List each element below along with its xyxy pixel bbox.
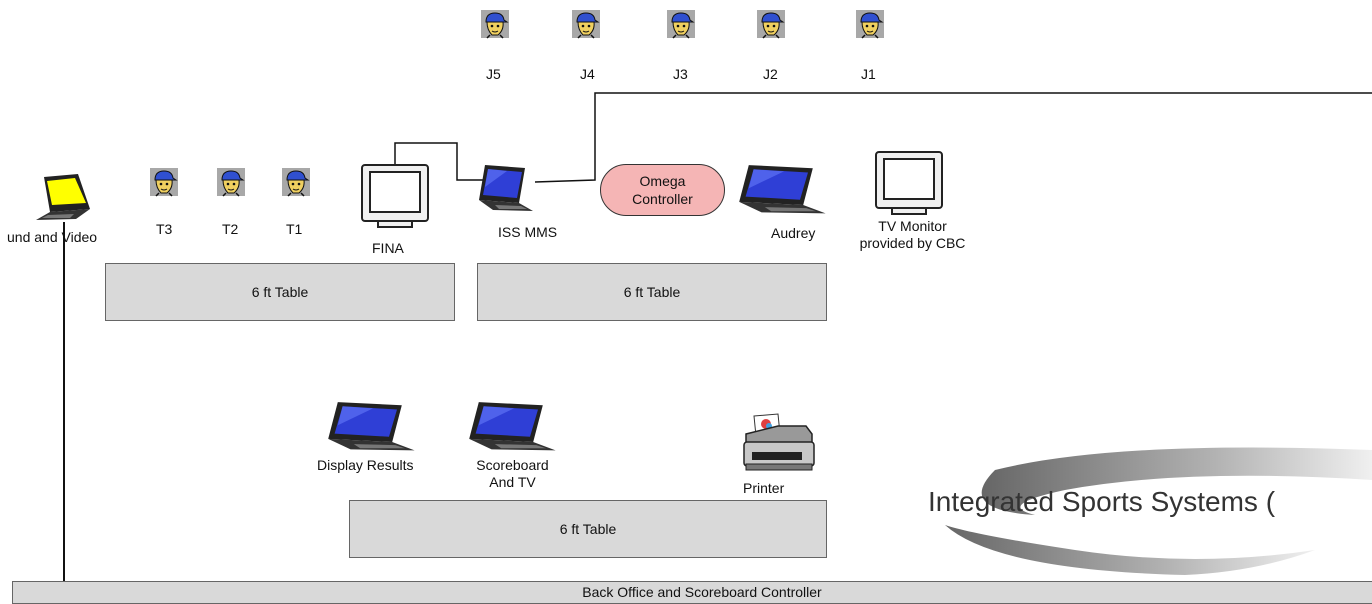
swoosh-logo — [945, 447, 1372, 575]
judge-label-j2: J2 — [763, 66, 778, 82]
table-left: 6 ft Table — [105, 263, 455, 321]
person-icon — [480, 9, 510, 39]
printer-icon — [743, 413, 815, 471]
timer-label-t3: T3 — [156, 221, 173, 237]
person-icon — [149, 167, 179, 197]
judge-label-j1: J1 — [861, 66, 876, 82]
monitor-icon — [875, 151, 943, 215]
laptop-icon — [739, 165, 826, 214]
omega-controller: Omega Controller — [600, 164, 725, 216]
iss-mms-label: ISS MMS — [498, 224, 558, 240]
omega-label-line2: Controller — [632, 191, 693, 207]
table-right: 6 ft Table — [477, 263, 827, 321]
printer-label: Printer — [743, 480, 785, 496]
scoreboard-label: Scoreboard And TV — [476, 457, 549, 490]
fina-label: FINA — [372, 240, 404, 256]
person-icon — [571, 9, 601, 39]
monitor-icon — [361, 164, 429, 228]
audrey-label: Audrey — [771, 225, 816, 241]
back-office-bar: Back Office and Scoreboard Controller — [12, 581, 1372, 604]
logo-text: Integrated Sports Systems ( — [928, 486, 1276, 517]
timer-label-t2: T2 — [222, 221, 239, 237]
omega-label-line1: Omega — [639, 173, 686, 189]
judge-label-j3: J3 — [673, 66, 688, 82]
display-results-label: Display Results — [317, 457, 414, 473]
person-icon — [216, 167, 246, 197]
person-icon — [281, 167, 311, 197]
tv-monitor-label: TV Monitor provided by CBC — [859, 218, 966, 251]
laptop-icon — [36, 174, 90, 220]
laptop-icon — [328, 402, 415, 451]
judge-label-j4: J4 — [580, 66, 595, 82]
sound-video-label: und and Video — [7, 229, 98, 245]
person-icon — [855, 9, 885, 39]
laptop-icon — [469, 402, 556, 451]
judge-label-j5: J5 — [486, 66, 501, 82]
person-icon — [666, 9, 696, 39]
laptop-icon — [479, 165, 533, 211]
timer-label-t1: T1 — [286, 221, 303, 237]
table-bottom: 6 ft Table — [349, 500, 827, 558]
person-icon — [756, 9, 786, 39]
